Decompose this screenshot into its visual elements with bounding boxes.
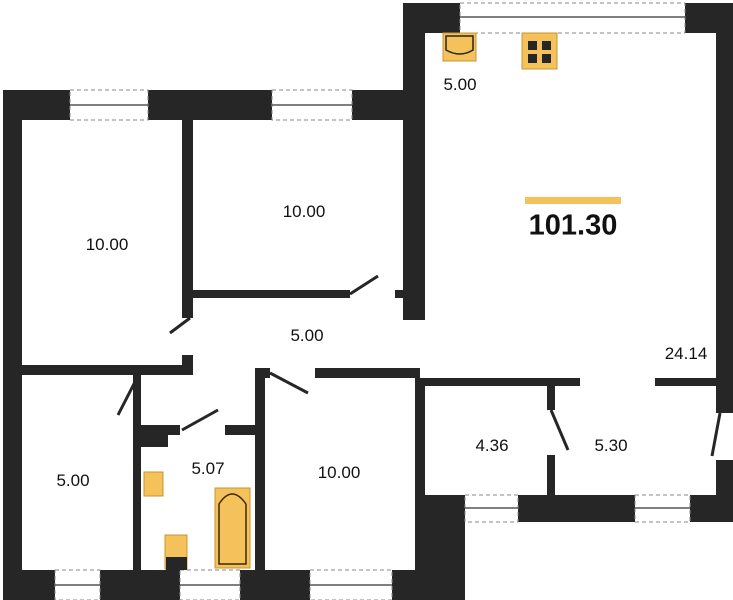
doors	[116, 274, 722, 457]
room-area-hallway: 5.00	[290, 326, 324, 345]
room-area-bedroom-left: 10.00	[85, 235, 129, 254]
bathtub-icon	[214, 487, 251, 569]
windows	[54, 2, 691, 600]
room-area-bedroom-bottom: 10.00	[317, 463, 361, 482]
walls	[3, 3, 733, 600]
stove-icon	[521, 32, 558, 70]
room-area-bedroom-top: 10.00	[282, 202, 326, 221]
room-area-bathroom: 5.07	[191, 459, 225, 478]
room-area-balcony: 5.30	[594, 436, 628, 455]
room-area-kitchen-living: 24.14	[664, 344, 708, 363]
fixtures	[143, 32, 558, 570]
sink-icon	[442, 32, 477, 62]
room-area-storage: 4.36	[475, 436, 509, 455]
total-area: 101.30	[528, 209, 618, 242]
room-area-room-bottom-left: 5.00	[56, 471, 90, 490]
total-area-bar	[525, 197, 621, 204]
washbasin-icon	[143, 471, 164, 497]
room-area-kitchen-zone: 5.00	[443, 75, 477, 94]
